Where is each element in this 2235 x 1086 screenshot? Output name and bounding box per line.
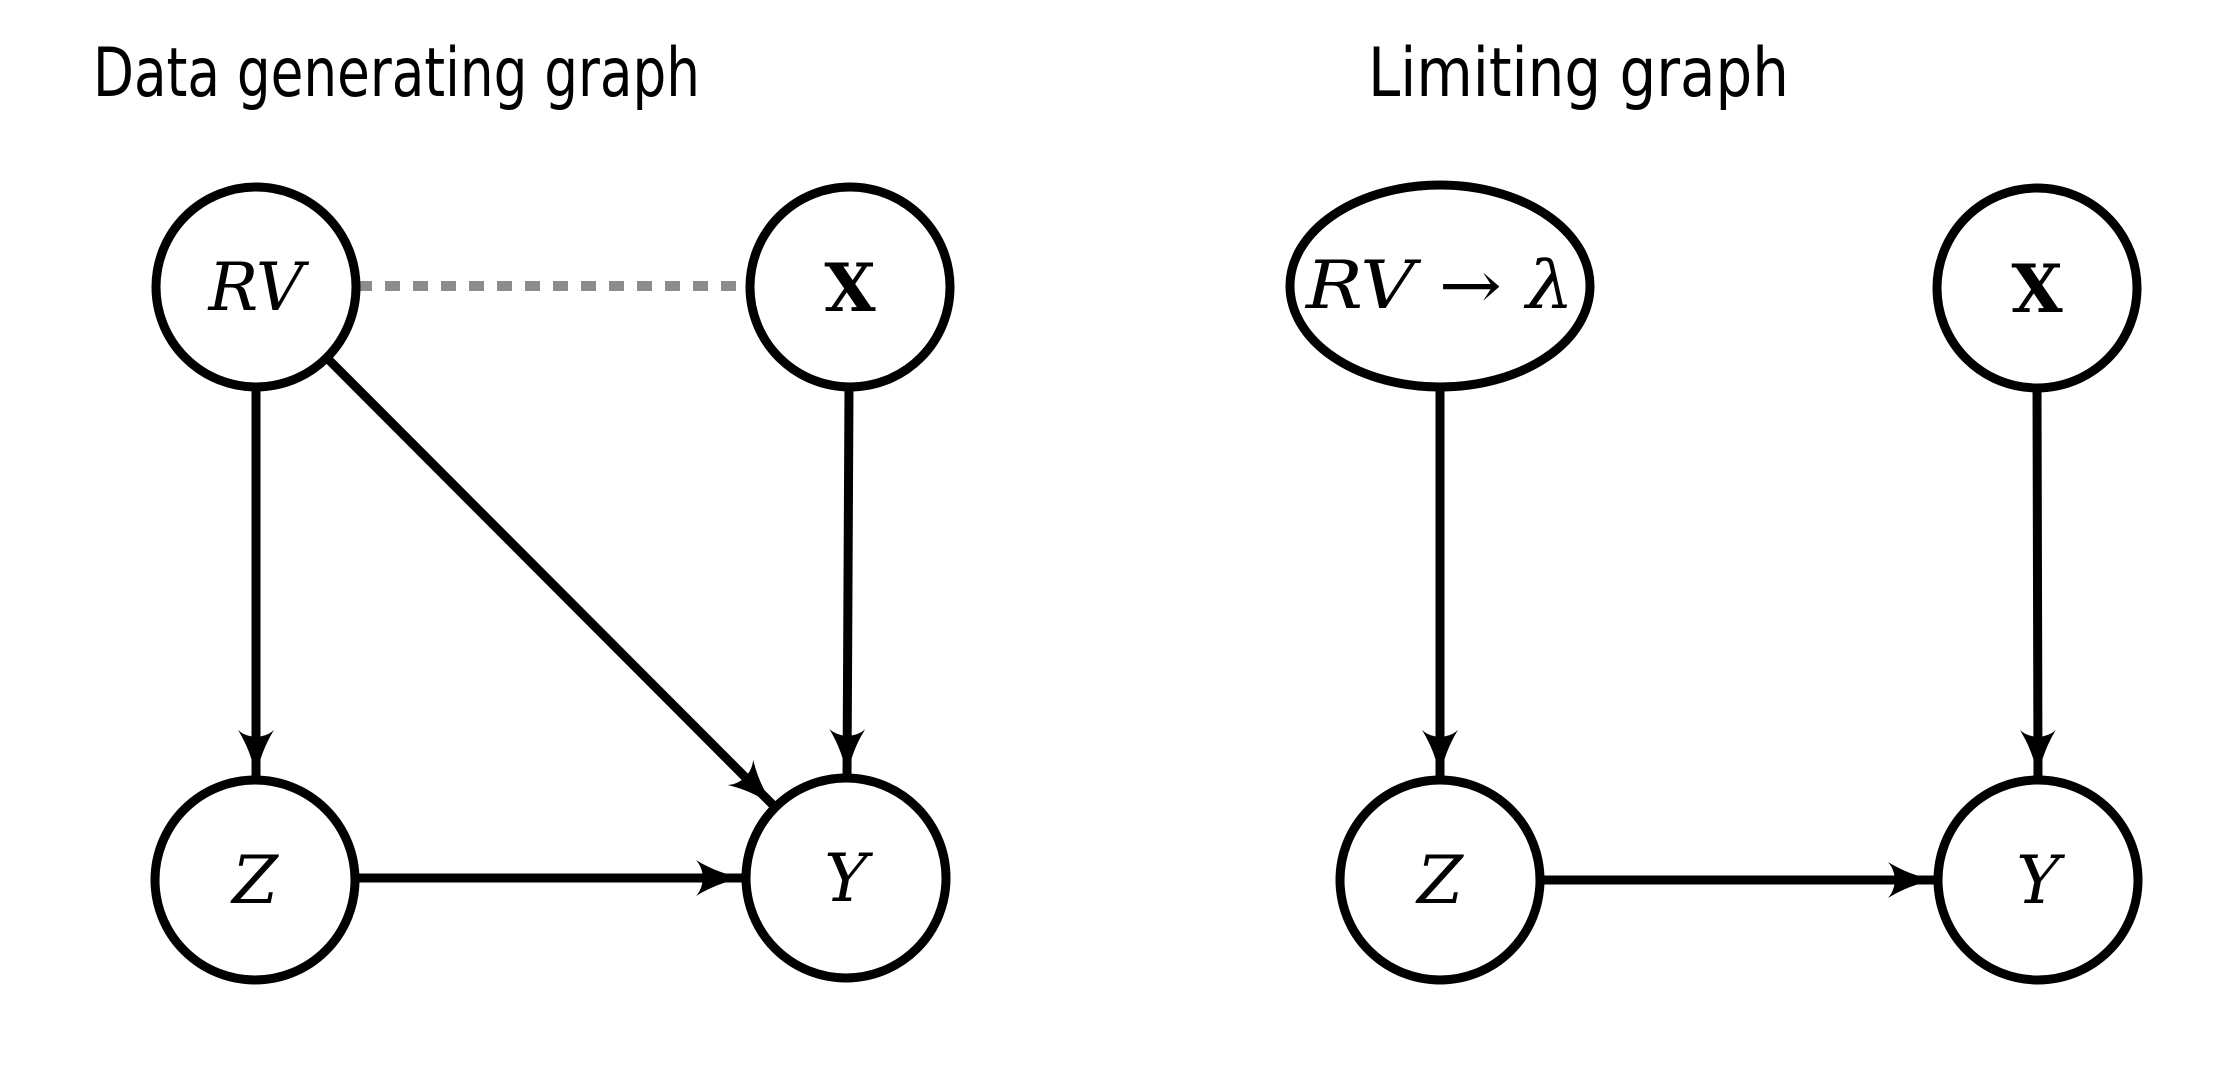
node-y-label-right: Y <box>2016 842 2065 919</box>
edge-rv-to-y-arrow <box>323 354 779 811</box>
node-z-label-right: Z <box>1415 842 1464 919</box>
node-x-label-right: X <box>2011 250 2063 328</box>
node-y-label-left: Y <box>824 840 873 917</box>
node-rv-circle <box>151 182 361 392</box>
edge-x-to-y-arrow-right <box>2019 387 2056 780</box>
node-x-label-left: X <box>824 249 876 327</box>
edge-x-to-y-arrow-left <box>829 386 866 779</box>
node-z-circle-right <box>1335 775 1545 985</box>
node-x-circle-left <box>745 182 955 392</box>
node-z-circle-left <box>150 775 360 985</box>
node-rvlambda-ellipse <box>1285 180 1595 392</box>
node-rv-label: RV <box>207 249 309 326</box>
node-y-circle-left <box>741 773 951 983</box>
node-x-circle-right <box>1932 183 2142 393</box>
node-z-label-left: Z <box>230 842 279 919</box>
node-rvlambda-label: RV → λ <box>1305 247 1574 324</box>
node-y-circle-right <box>1933 775 2143 985</box>
right-panel-title: Limiting graph <box>1368 34 1789 113</box>
left-panel-title: Data generating graph <box>93 34 700 113</box>
